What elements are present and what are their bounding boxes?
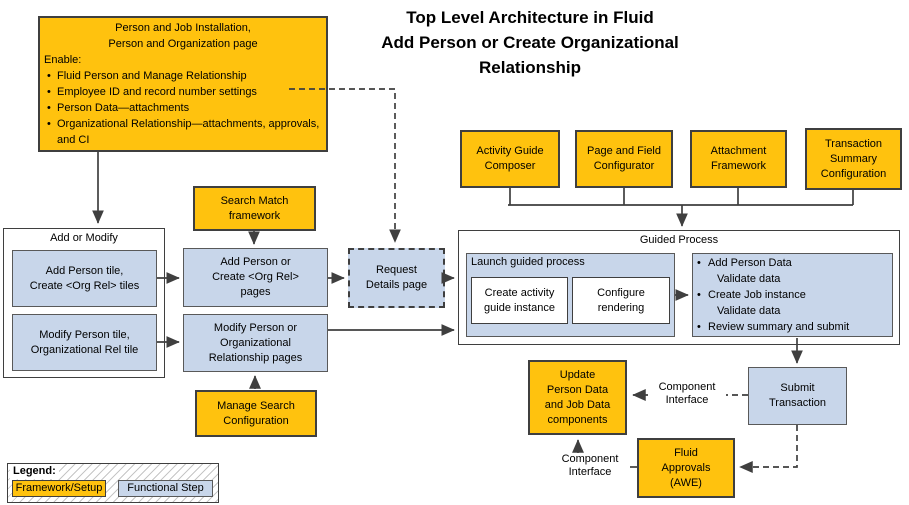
framework-line: Configurator (593, 160, 655, 172)
transaction-summary-configuration-box: Transaction Summary Configuration (805, 128, 902, 190)
legend-title: Legend: (10, 464, 59, 479)
framework-line: Transaction (824, 137, 883, 150)
diagram-title-line3: Relationship (478, 58, 581, 77)
activity-guide-composer-box: Activity Guide Composer (460, 130, 560, 188)
attachment-framework-box: Attachment Framework (690, 130, 787, 188)
fluid-approvals-line2: Approvals (661, 461, 711, 474)
legend-functional-step-chip: Functional Step (118, 480, 213, 497)
setup-bullet: Person Data—attachments (44, 100, 322, 116)
legend-framework-setup-chip: Framework/Setup (12, 480, 106, 497)
configure-rendering-box: Configure rendering (572, 277, 670, 324)
modify-tile-line2: Organizational Rel tile (30, 343, 139, 356)
search-match-line2: framework (228, 209, 281, 222)
create-activity-guide-instance-box: Create activity guide instance (471, 277, 568, 324)
setup-bullet: Employee ID and record number settings (44, 84, 322, 100)
modify-pages-line1: Modify Person or (213, 321, 298, 334)
update-box-line: Update (559, 368, 596, 381)
manage-search-line2: Configuration (223, 414, 289, 427)
modify-person-tile-box: Modify Person tile, Organizational Rel t… (12, 314, 157, 371)
framework-line: Summary (829, 152, 878, 165)
page-field-configurator-box: Page and Field Configurator (575, 130, 673, 188)
component-interface-label-2: Component Interface (550, 453, 630, 479)
submit-transaction-box: Submit Transaction (748, 367, 847, 425)
submit-line2: Transaction (768, 397, 827, 409)
legend: Legend: Framework/Setup Functional Step (7, 463, 219, 503)
diagram-title: Top Level Architecture in Fluid Add Pers… (370, 5, 690, 80)
guided-step: Review summary and submit (695, 319, 849, 335)
search-match-framework-box: Search Match framework (193, 186, 316, 231)
update-box-line: and Job Data (544, 398, 611, 411)
framework-line: Composer (484, 160, 536, 172)
guided-step-sub: Validate data (717, 273, 781, 285)
request-details-line1: Request (376, 264, 417, 276)
add-or-modify-title: Add or Modify (50, 232, 118, 244)
fluid-approvals-line3: (AWE) (670, 476, 702, 489)
search-match-line1: Search Match (220, 194, 289, 207)
diagram-title-line2: Add Person or Create Organizational (381, 33, 679, 52)
add-tile-line2: Create <Org Rel> tiles (29, 279, 140, 292)
framework-line: Framework (710, 160, 766, 172)
setup-bullet: Organizational Relationship—attachments,… (44, 116, 322, 148)
update-box-line: components (547, 413, 608, 426)
guided-step: Create Job instance (695, 287, 806, 303)
framework-line: Page and Field (587, 145, 661, 157)
launch-step1-line1: Create activity (484, 286, 555, 299)
request-details-page-box: Request Details page (348, 248, 445, 308)
setup-bullet-list: Fluid Person and Manage Relationship Emp… (44, 68, 322, 148)
add-tile-line1: Add Person tile, (45, 264, 124, 277)
add-pages-line2: Create <Org Rel> (212, 271, 299, 283)
manage-search-configuration-box: Manage Search Configuration (195, 390, 317, 437)
launch-step2-line2: rendering (597, 301, 645, 314)
setup-enable-label: Enable: (44, 54, 82, 66)
add-pages-line1: Add Person or (220, 256, 291, 268)
component-interface-label-1: Component Interface (648, 381, 726, 407)
submit-line1: Submit (780, 382, 815, 394)
launch-step2-line1: Configure (597, 286, 645, 299)
modify-person-pages-box: Modify Person or Organizational Relation… (183, 314, 328, 372)
request-details-line2: Details page (365, 279, 428, 291)
guided-process-title: Guided Process (639, 234, 719, 246)
add-person-tile-box: Add Person tile, Create <Org Rel> tiles (12, 250, 157, 307)
modify-tile-line1: Modify Person tile, (39, 328, 130, 341)
framework-line: Configuration (820, 167, 887, 180)
setup-title-line2: Person and Organization page (108, 38, 258, 50)
guided-steps-box: Add Person Data Validate data Create Job… (692, 253, 893, 337)
framework-line: Attachment (710, 145, 767, 157)
setup-title-line1: Person and Job Installation, (115, 22, 251, 34)
update-person-job-data-box: Update Person Data and Job Data componen… (528, 360, 627, 435)
guided-step-sub: Validate data (717, 305, 781, 317)
framework-line: Activity Guide (476, 145, 544, 157)
launch-step1-line2: guide instance (484, 301, 555, 314)
launch-guided-process-title: Launch guided process (471, 256, 585, 268)
update-box-line: Person Data (546, 383, 609, 396)
diagram-title-line1: Top Level Architecture in Fluid (406, 8, 654, 27)
guided-step: Add Person Data (695, 255, 792, 271)
modify-pages-line3: Relationship pages (208, 351, 303, 364)
modify-pages-line2: Organizational (220, 336, 291, 349)
add-pages-line3: pages (240, 286, 271, 298)
manage-search-line1: Manage Search (217, 399, 295, 412)
fluid-approvals-line1: Fluid (674, 446, 698, 459)
person-job-installation-box: Person and Job Installation, Person and … (38, 16, 328, 152)
add-person-pages-box: Add Person or Create <Org Rel> pages (183, 248, 328, 307)
setup-bullet: Fluid Person and Manage Relationship (44, 68, 322, 84)
fluid-approvals-box: Fluid Approvals (AWE) (637, 438, 735, 498)
